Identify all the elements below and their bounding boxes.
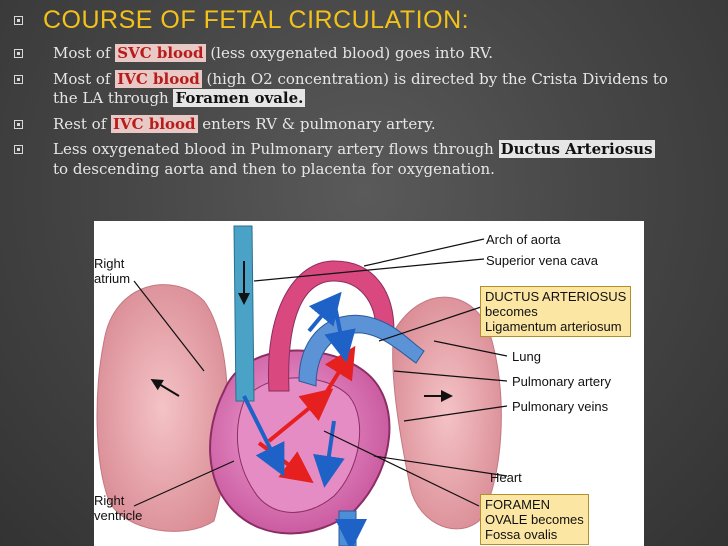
bullet-square-icon <box>14 49 23 58</box>
heart-illustration <box>96 225 508 546</box>
bullet-square-icon <box>14 119 23 129</box>
bullet-square-icon <box>14 16 23 25</box>
inferior-vena-cava-shape <box>338 510 357 546</box>
highlight-svc: SVC blood <box>115 44 206 62</box>
bullet-text: Less oxygenated blood in Pulmonary arter… <box>53 140 655 178</box>
bullet-text: Most of IVC blood (high O2 concentration… <box>53 69 668 107</box>
slide-title-row: COURSE OF FETAL CIRCULATION: <box>14 6 469 35</box>
ductus-arteriosus-box: DUCTUS ARTERIOSUS becomes Ligamentum art… <box>480 286 632 337</box>
label-superior-vena-cava: Superior vena cava <box>486 253 599 268</box>
blue-arrow <box>313 420 345 488</box>
foramen-ovale-box: FORAMEN OVALE becomes Fossa ovalis <box>480 494 589 545</box>
label-heart: Heart <box>490 470 522 485</box>
bullet-text: Most of SVC blood (less oxygenated blood… <box>53 44 494 62</box>
label-lung: Lung <box>512 349 541 364</box>
superior-vena-cava-shape <box>233 225 255 402</box>
blue-arrow <box>307 291 342 333</box>
bullet-square-icon <box>14 145 23 154</box>
bullet-text: Rest of IVC blood enters RV & pulmonary … <box>53 114 436 133</box>
label-pulmonary-artery: Pulmonary artery <box>512 374 611 389</box>
fetal-heart-diagram: Right atrium Right ventricle Arch of aor… <box>94 221 644 546</box>
label-right-ventricle: Right ventricle <box>94 493 143 523</box>
label-arch-of-aorta: Arch of aorta <box>486 232 561 247</box>
red-arrow <box>267 388 334 443</box>
slide-title: COURSE OF FETAL CIRCULATION: <box>43 6 470 34</box>
blue-arrow <box>242 395 285 477</box>
left-lung-shape <box>96 284 229 532</box>
bullet-item: Less oxygenated blood in Pulmonary arter… <box>14 140 714 179</box>
label-right-atrium: Right atrium <box>94 256 131 286</box>
bullet-square-icon <box>14 74 23 84</box>
bullet-item: Most of IVC blood (high O2 concentration… <box>14 69 714 109</box>
highlight-foramen: Foramen ovale. <box>173 89 306 107</box>
bullet-item: Rest of IVC blood enters RV & pulmonary … <box>14 114 714 135</box>
highlight-ivc: IVC blood <box>115 69 202 88</box>
bullet-item: Most of SVC blood (less oxygenated blood… <box>14 44 714 64</box>
blue-arrow <box>324 300 356 363</box>
highlight-ductus: Ductus Arteriosus <box>498 140 655 158</box>
highlight-ivc: IVC blood <box>111 114 198 133</box>
bullet-list: Most of SVC blood (less oxygenated blood… <box>14 44 714 185</box>
label-pulmonary-veins: Pulmonary veins <box>512 399 609 414</box>
